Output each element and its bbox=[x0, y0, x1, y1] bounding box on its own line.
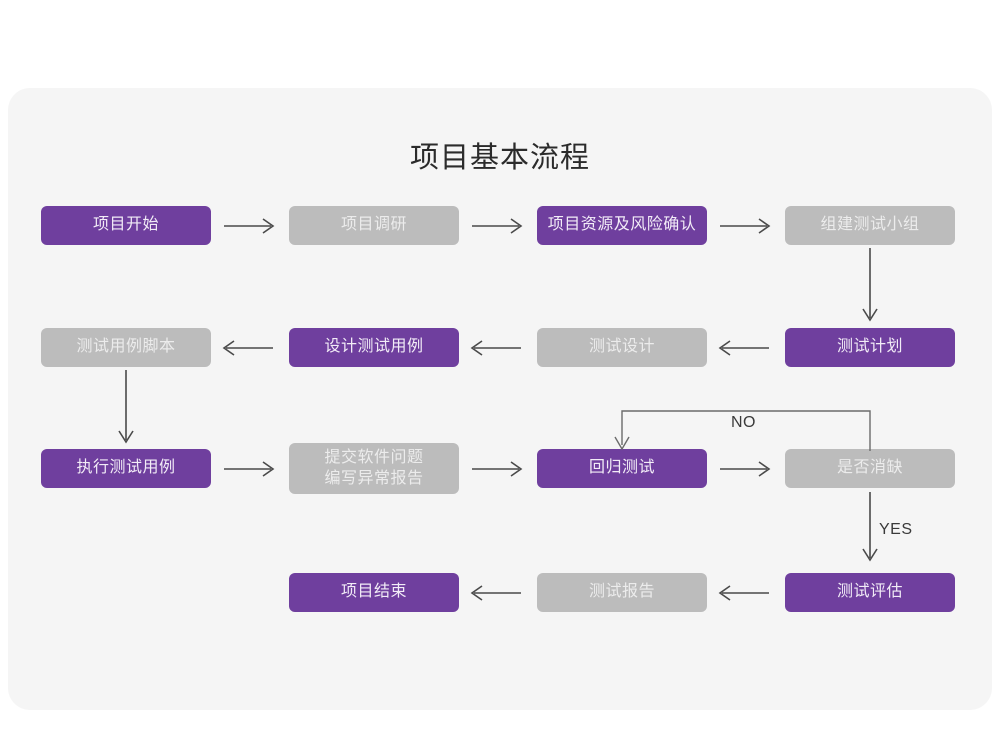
node-defect-resolved-decision[interactable]: 是否消缺 bbox=[785, 449, 955, 488]
node-project-start[interactable]: 项目开始 bbox=[41, 206, 211, 245]
node-design-test-cases[interactable]: 设计测试用例 bbox=[289, 328, 459, 367]
node-project-end[interactable]: 项目结束 bbox=[289, 573, 459, 612]
node-execute-test-cases[interactable]: 执行测试用例 bbox=[41, 449, 211, 488]
edge-label-yes: YES bbox=[879, 521, 913, 538]
node-test-design[interactable]: 测试设计 bbox=[537, 328, 707, 367]
node-submit-issue-report[interactable]: 提交软件问题 编写异常报告 bbox=[289, 443, 459, 494]
node-project-research[interactable]: 项目调研 bbox=[289, 206, 459, 245]
node-test-case-script[interactable]: 测试用例脚本 bbox=[41, 328, 211, 367]
page-title: 项目基本流程 bbox=[409, 142, 590, 174]
node-test-plan[interactable]: 测试计划 bbox=[785, 328, 955, 367]
flowchart-card bbox=[8, 88, 992, 710]
node-regression-test[interactable]: 回归测试 bbox=[537, 449, 707, 488]
node-resource-risk-confirm[interactable]: 项目资源及风险确认 bbox=[537, 206, 707, 245]
node-test-report[interactable]: 测试报告 bbox=[537, 573, 707, 612]
edge-label-no: NO bbox=[731, 414, 756, 431]
node-test-evaluation[interactable]: 测试评估 bbox=[785, 573, 955, 612]
node-build-test-team[interactable]: 组建测试小组 bbox=[785, 206, 955, 245]
